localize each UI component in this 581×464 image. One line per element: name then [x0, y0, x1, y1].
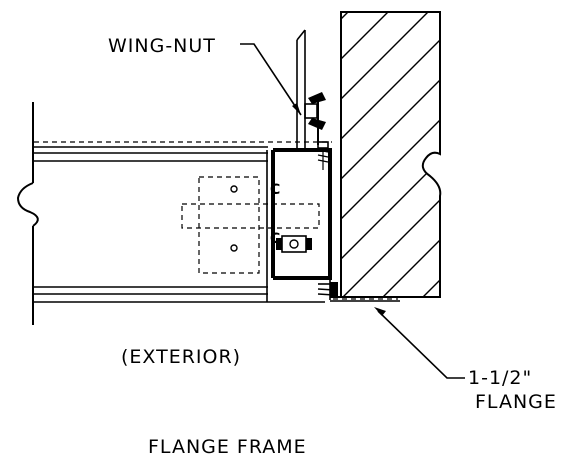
wing-nut-label: WING-NUT — [108, 35, 216, 57]
svg-text:C: C — [270, 231, 280, 247]
bottom-anchor — [317, 282, 338, 298]
flange-size-label: 1-1/2" — [468, 367, 532, 389]
exterior-label: (EXTERIOR) — [121, 346, 241, 368]
strap-and-wing-nut — [296, 29, 329, 170]
svg-text:C: C — [270, 182, 280, 198]
bolt-assembly — [276, 235, 312, 253]
flange-strip — [330, 296, 400, 302]
flange-label: FLANGE — [475, 391, 557, 413]
steel-channel: C C — [266, 148, 332, 302]
wall-section — [340, 11, 442, 298]
hidden-plate-outlines — [181, 176, 320, 274]
wall-hatching — [341, 12, 441, 297]
drawing-title: FLANGE FRAME — [148, 436, 307, 458]
frame-member — [16, 102, 332, 325]
leader-lines — [240, 43, 465, 379]
